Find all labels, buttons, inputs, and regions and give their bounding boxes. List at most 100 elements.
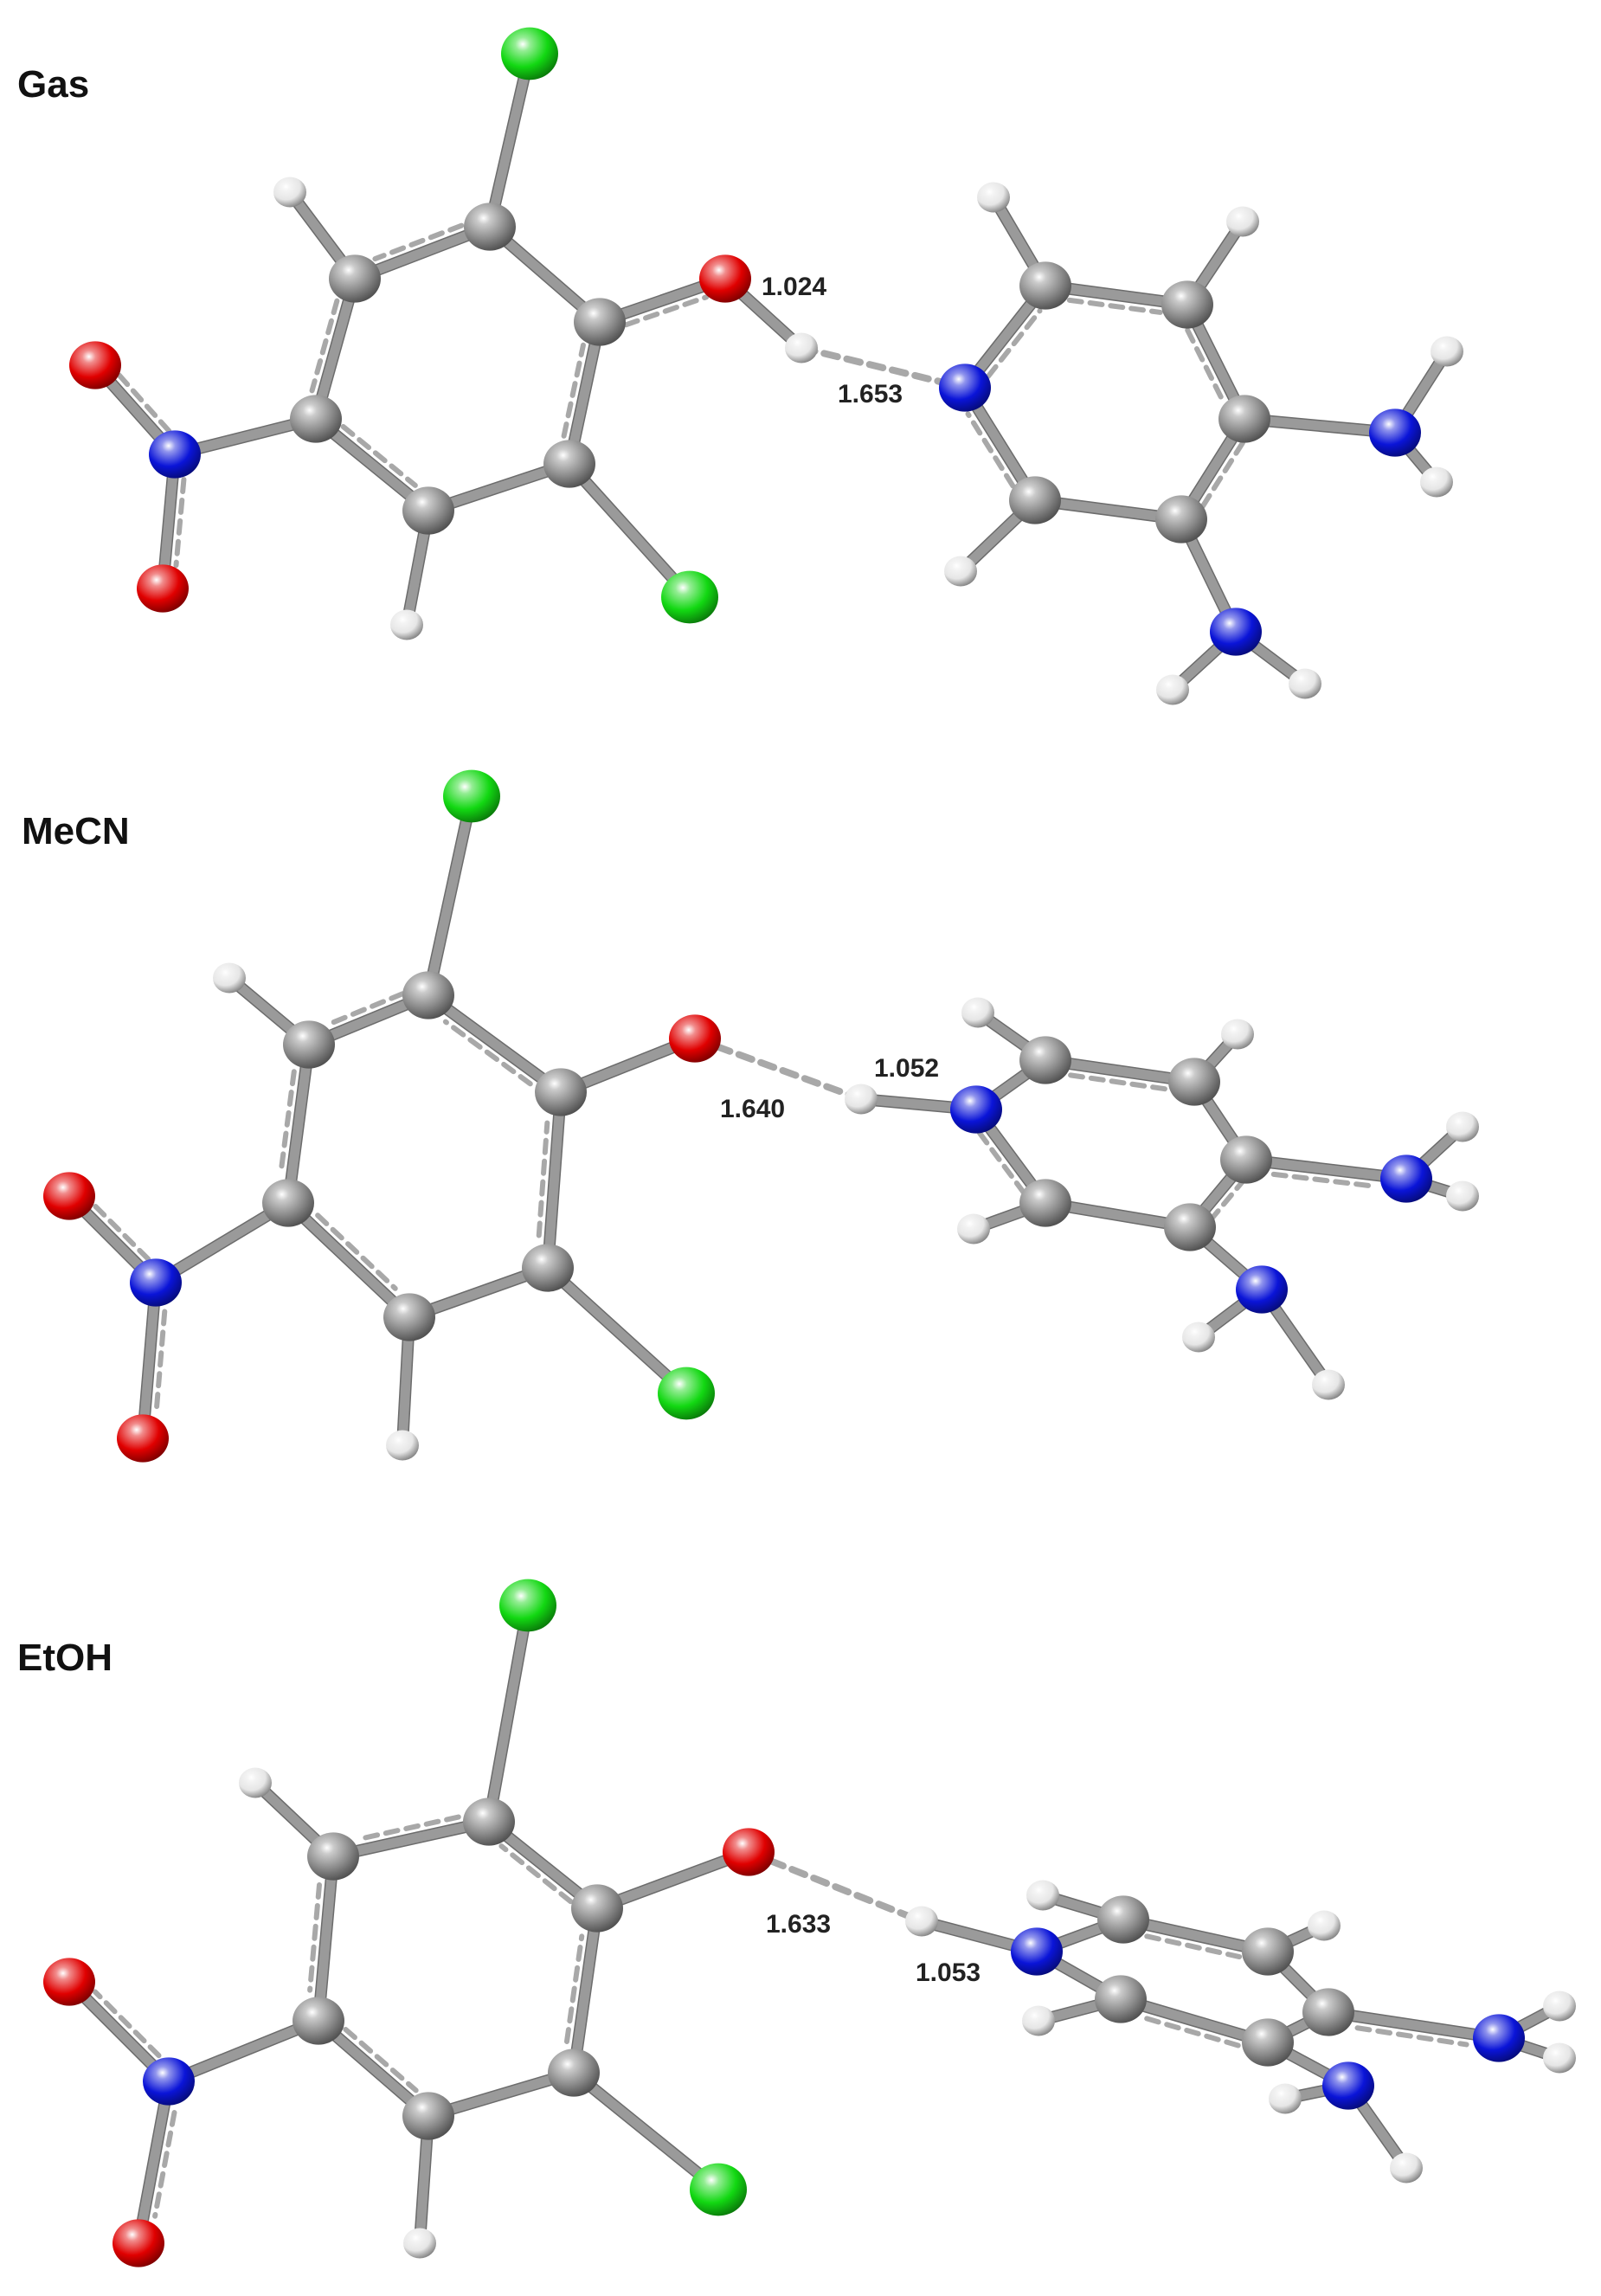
partial-double-bond [623,294,710,328]
partial-double-bond [563,1933,585,2044]
partial-double-bond [965,411,1016,489]
hydrogen-bond [745,1849,925,1925]
bond [569,1903,602,2078]
atom-h [1026,1880,1059,1911]
partial-double-bond [152,2110,177,2219]
atom-c [1164,1203,1216,1251]
atom-h [1312,1369,1345,1400]
atom-n [143,2057,195,2106]
atom-c [293,1997,344,2045]
atom-n [1236,1265,1288,1314]
panel-label-mecn: MeCN [22,810,130,852]
atom-c [402,2092,454,2140]
atom-c [1242,2018,1294,2067]
distance-label-nh-mecn: 1.052 [874,1054,939,1083]
partial-double-bond [309,298,340,394]
atom-c [1097,1895,1149,1944]
atom-o [117,1414,169,1463]
atom-h [1289,668,1321,699]
panel-etoh: EtOH 1.053 1.633 [17,1579,1576,2267]
partial-double-bond [1141,2015,1241,2048]
panel-mecn: MeCN 1.052 1.640 [22,769,1479,1463]
partial-double-bond [90,1200,151,1262]
bond [283,1039,314,1208]
atom-n [1011,1927,1063,1976]
partial-double-bond [442,1019,533,1087]
bond [543,1087,566,1273]
bond [138,1277,161,1444]
partial-double-bond [307,1882,322,1993]
atom-n [1380,1154,1432,1203]
bond [328,1817,494,1862]
atom-h [905,1906,938,1937]
atom-h [845,1084,878,1115]
partial-double-bond [340,424,418,488]
atom-o [69,341,121,389]
atom-c [307,1832,359,1881]
distance-label-hn-gas: 1.653 [838,380,903,408]
atom-h [1543,2042,1576,2074]
atom-c [290,395,342,443]
atom-n [950,1085,1002,1134]
bond [485,48,535,232]
atom-o [669,1014,721,1063]
atom-cl [658,1367,715,1420]
molecule-complex-etoh [43,1579,1576,2267]
atom-c [1220,1135,1272,1184]
atom-h [403,2228,436,2259]
atom-n [1322,2061,1374,2110]
atom-h [1022,2005,1055,2036]
bond [151,1198,293,1288]
distance-label-oh-mecn: 1.640 [720,1095,785,1123]
bond [569,2068,723,2195]
partial-double-bond [1185,327,1227,407]
atom-cl [501,27,558,80]
atom-h [785,332,818,363]
bond [564,459,695,602]
bond [543,1263,691,1399]
panel-gas: Gas 1.024 1.653 [17,27,1463,705]
atom-h [977,182,1010,213]
partial-double-bond [498,1843,574,1905]
partial-double-bond [1270,1171,1379,1189]
atom-h [386,1430,419,1461]
molecule-complex-gas [69,27,1463,705]
bond [423,990,566,1097]
bond [283,1198,415,1322]
atom-c [1019,261,1071,310]
atom-c [464,203,516,251]
atom-o [113,2219,164,2267]
partial-double-bond [1068,1072,1169,1092]
bond [1323,2007,1504,2043]
atom-c [402,486,454,535]
atom-h [1221,1019,1254,1050]
atom-h [273,177,306,208]
partial-double-bond [323,991,406,1028]
hydrogen-bond [691,1035,865,1103]
atom-c [1161,280,1213,329]
atom-c [1155,495,1207,543]
bond [164,2016,324,2087]
partial-double-bond [153,1309,168,1414]
bond [484,1600,533,1827]
partial-double-bond [1144,1933,1243,1960]
atom-c [548,2048,600,2097]
atom-c [283,1020,335,1069]
atom-c [522,1244,574,1292]
partial-double-bond [976,1130,1027,1196]
distance-label-oh-etoh: 1.633 [766,1910,831,1939]
atom-h [1226,206,1259,237]
atom-h [961,997,994,1028]
atom-n [149,430,201,479]
atom-n [130,1258,182,1307]
atom-n [1473,2014,1525,2062]
molecule-complex-mecn [43,769,1479,1463]
atom-c [329,254,381,303]
atom-h [1543,1991,1576,2022]
atom-c [574,298,626,346]
atom-h [1446,1111,1479,1142]
atom-c [1218,395,1270,443]
partial-double-bond [561,342,586,439]
panel-label-etoh: EtOH [17,1637,113,1679]
